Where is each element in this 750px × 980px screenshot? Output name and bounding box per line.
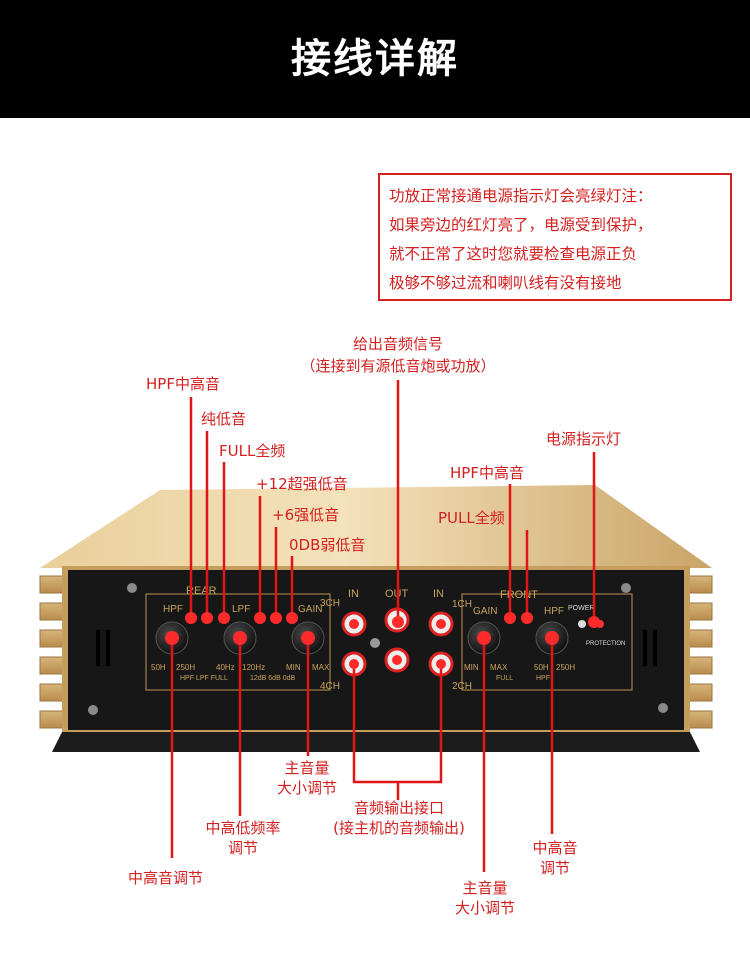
screw (621, 583, 631, 593)
panel-labels: REAR FRONT IN OUT IN 3CH 4CH 1CH 2CH HPF… (151, 585, 625, 692)
callout-dots (165, 612, 600, 669)
page-title: 接线详解 (291, 36, 459, 82)
notice-line: 如果旁边的红灯亮了，电源受到保护， (389, 216, 653, 234)
main-volume-left-callout: 主音量 大小调节 (270, 758, 344, 798)
bass-switch-label: 12dB 6dB 0dB (250, 675, 295, 682)
callout-text: 音频输出接口 (353, 799, 444, 817)
screw (88, 705, 98, 715)
callout-text: 中高音 (532, 839, 578, 857)
vent-slots (96, 630, 657, 666)
header-bar (0, 0, 750, 118)
notice-line: 极够不够过流和喇叭线有没有接地 (389, 274, 622, 292)
power-label: POWER (568, 605, 594, 612)
min-label: MIN (286, 663, 301, 672)
pull-full-callout: PULL全频 (438, 509, 505, 527)
lpf-label: LPF (232, 604, 250, 615)
callout-text: 调节 (227, 839, 258, 857)
plus6-callout: +6强低音 (272, 506, 340, 524)
gain-label-rear: GAIN (298, 604, 322, 615)
notice-line: 功放正常接通电源指示灯会亮绿灯注： (389, 187, 653, 205)
power-led (578, 620, 586, 628)
max-label: MAX (312, 663, 330, 672)
odb-callout: 0DB弱低音 (289, 536, 366, 554)
audio-out-label: 给出音频信号 (352, 335, 443, 353)
mid-high-left-callout: 中高音调节 (128, 869, 204, 887)
panel-outline (145, 593, 633, 691)
notice-box: 功放正常接通电源指示灯会亮绿灯注： 如果旁边的红灯亮了，电源受到保护， 就不正常… (378, 173, 732, 301)
amp-top-surface (40, 485, 712, 568)
hz120-label: 120Hz (242, 663, 265, 672)
main-volume-right-callout: 主音量 大小调节 (448, 878, 522, 918)
callout-text: 主音量 (462, 879, 508, 897)
protection-label: PROTECTION (586, 641, 625, 647)
hpf-label: HPF (163, 604, 183, 615)
ch2-label: 2CH (452, 681, 472, 692)
ch1-label: 1CH (452, 599, 472, 610)
callout-text: (接主机的音频输出) (333, 819, 465, 837)
callout-text: 中高低频率 (205, 819, 281, 837)
max-label-front: MAX (490, 663, 508, 672)
hz40-label: 40Hz (216, 663, 235, 672)
hpf-label-front: HPF (544, 606, 564, 617)
rear-switch-label: HPF LPF FULL (180, 675, 228, 682)
callout-lines (170, 380, 596, 872)
rear-label: REAR (186, 585, 217, 597)
amp-base (52, 732, 700, 752)
front-label: FRONT (500, 589, 538, 601)
hz250-label-front: 250H (556, 663, 575, 672)
mid-high-right-callout: 中高音 调节 (524, 838, 586, 878)
hz50-label: 50H (151, 663, 166, 672)
hz50-label-front: 50H (534, 663, 549, 672)
min-label-front: MIN (464, 663, 479, 672)
callout-text: 主音量 (284, 759, 330, 777)
gain-label-front: GAIN (473, 606, 497, 617)
in-right-label: IN (433, 588, 444, 600)
power-led-callout: 电源指示灯 (546, 430, 622, 448)
notice-line: 就不正常了这时您就要检查电源正负 (389, 245, 638, 263)
audio-input-callout: 音频输出接口 (接主机的音频输出) (312, 798, 486, 838)
callout-text: 大小调节 (276, 779, 337, 797)
ch3-label: 3CH (320, 598, 340, 609)
pure-low-callout: 纯低音 (201, 410, 247, 428)
screw (658, 703, 668, 713)
full-label-front: FULL (496, 675, 513, 682)
ch4-label: 4CH (320, 681, 340, 692)
audio-out-sub-label: （连接到有源低音炮或功放） (300, 357, 496, 375)
screw (127, 583, 137, 593)
hpf-rear-callout: HPF中高音 (146, 375, 220, 393)
callout-text: 调节 (539, 859, 570, 877)
plus12-callout: +12超强低音 (256, 475, 348, 493)
freq-callout: 中高低频率 调节 (196, 818, 290, 858)
hz250-label: 250H (176, 663, 195, 672)
left-heatsink-fins (39, 575, 67, 729)
hpf-front-callout: HPF中高音 (450, 464, 524, 482)
full-callout: FULL全频 (219, 442, 286, 460)
in-left-label: IN (348, 588, 359, 600)
hpf-small-label: HPF (536, 675, 550, 682)
callout-text: 大小调节 (454, 899, 515, 917)
amplifier-body (39, 485, 713, 752)
